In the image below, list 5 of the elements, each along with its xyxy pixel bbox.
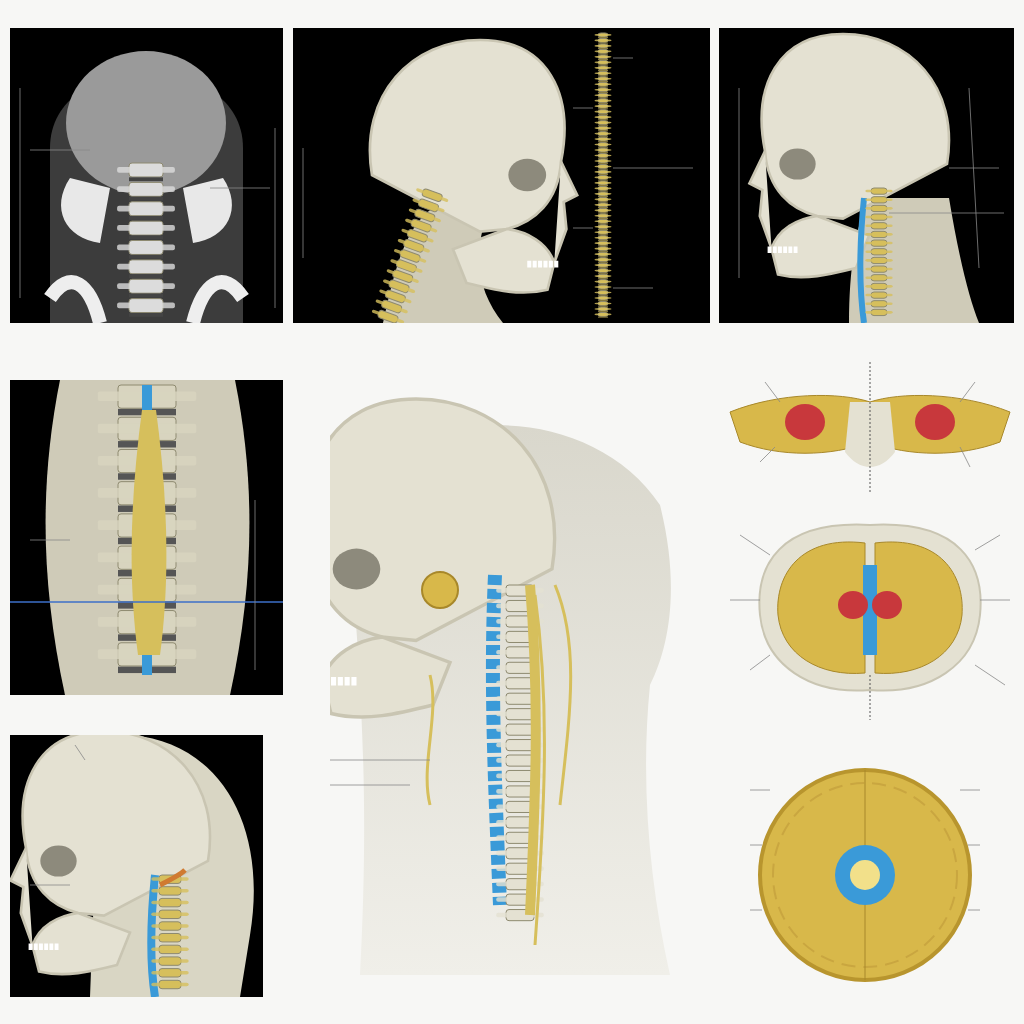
skull-spine-drawing [293,28,710,323]
skull-xray-drawing [10,28,283,323]
skull-neck-drawing [719,28,1014,323]
spine-drawing [10,380,283,695]
skull-spine-drawing [10,735,263,997]
